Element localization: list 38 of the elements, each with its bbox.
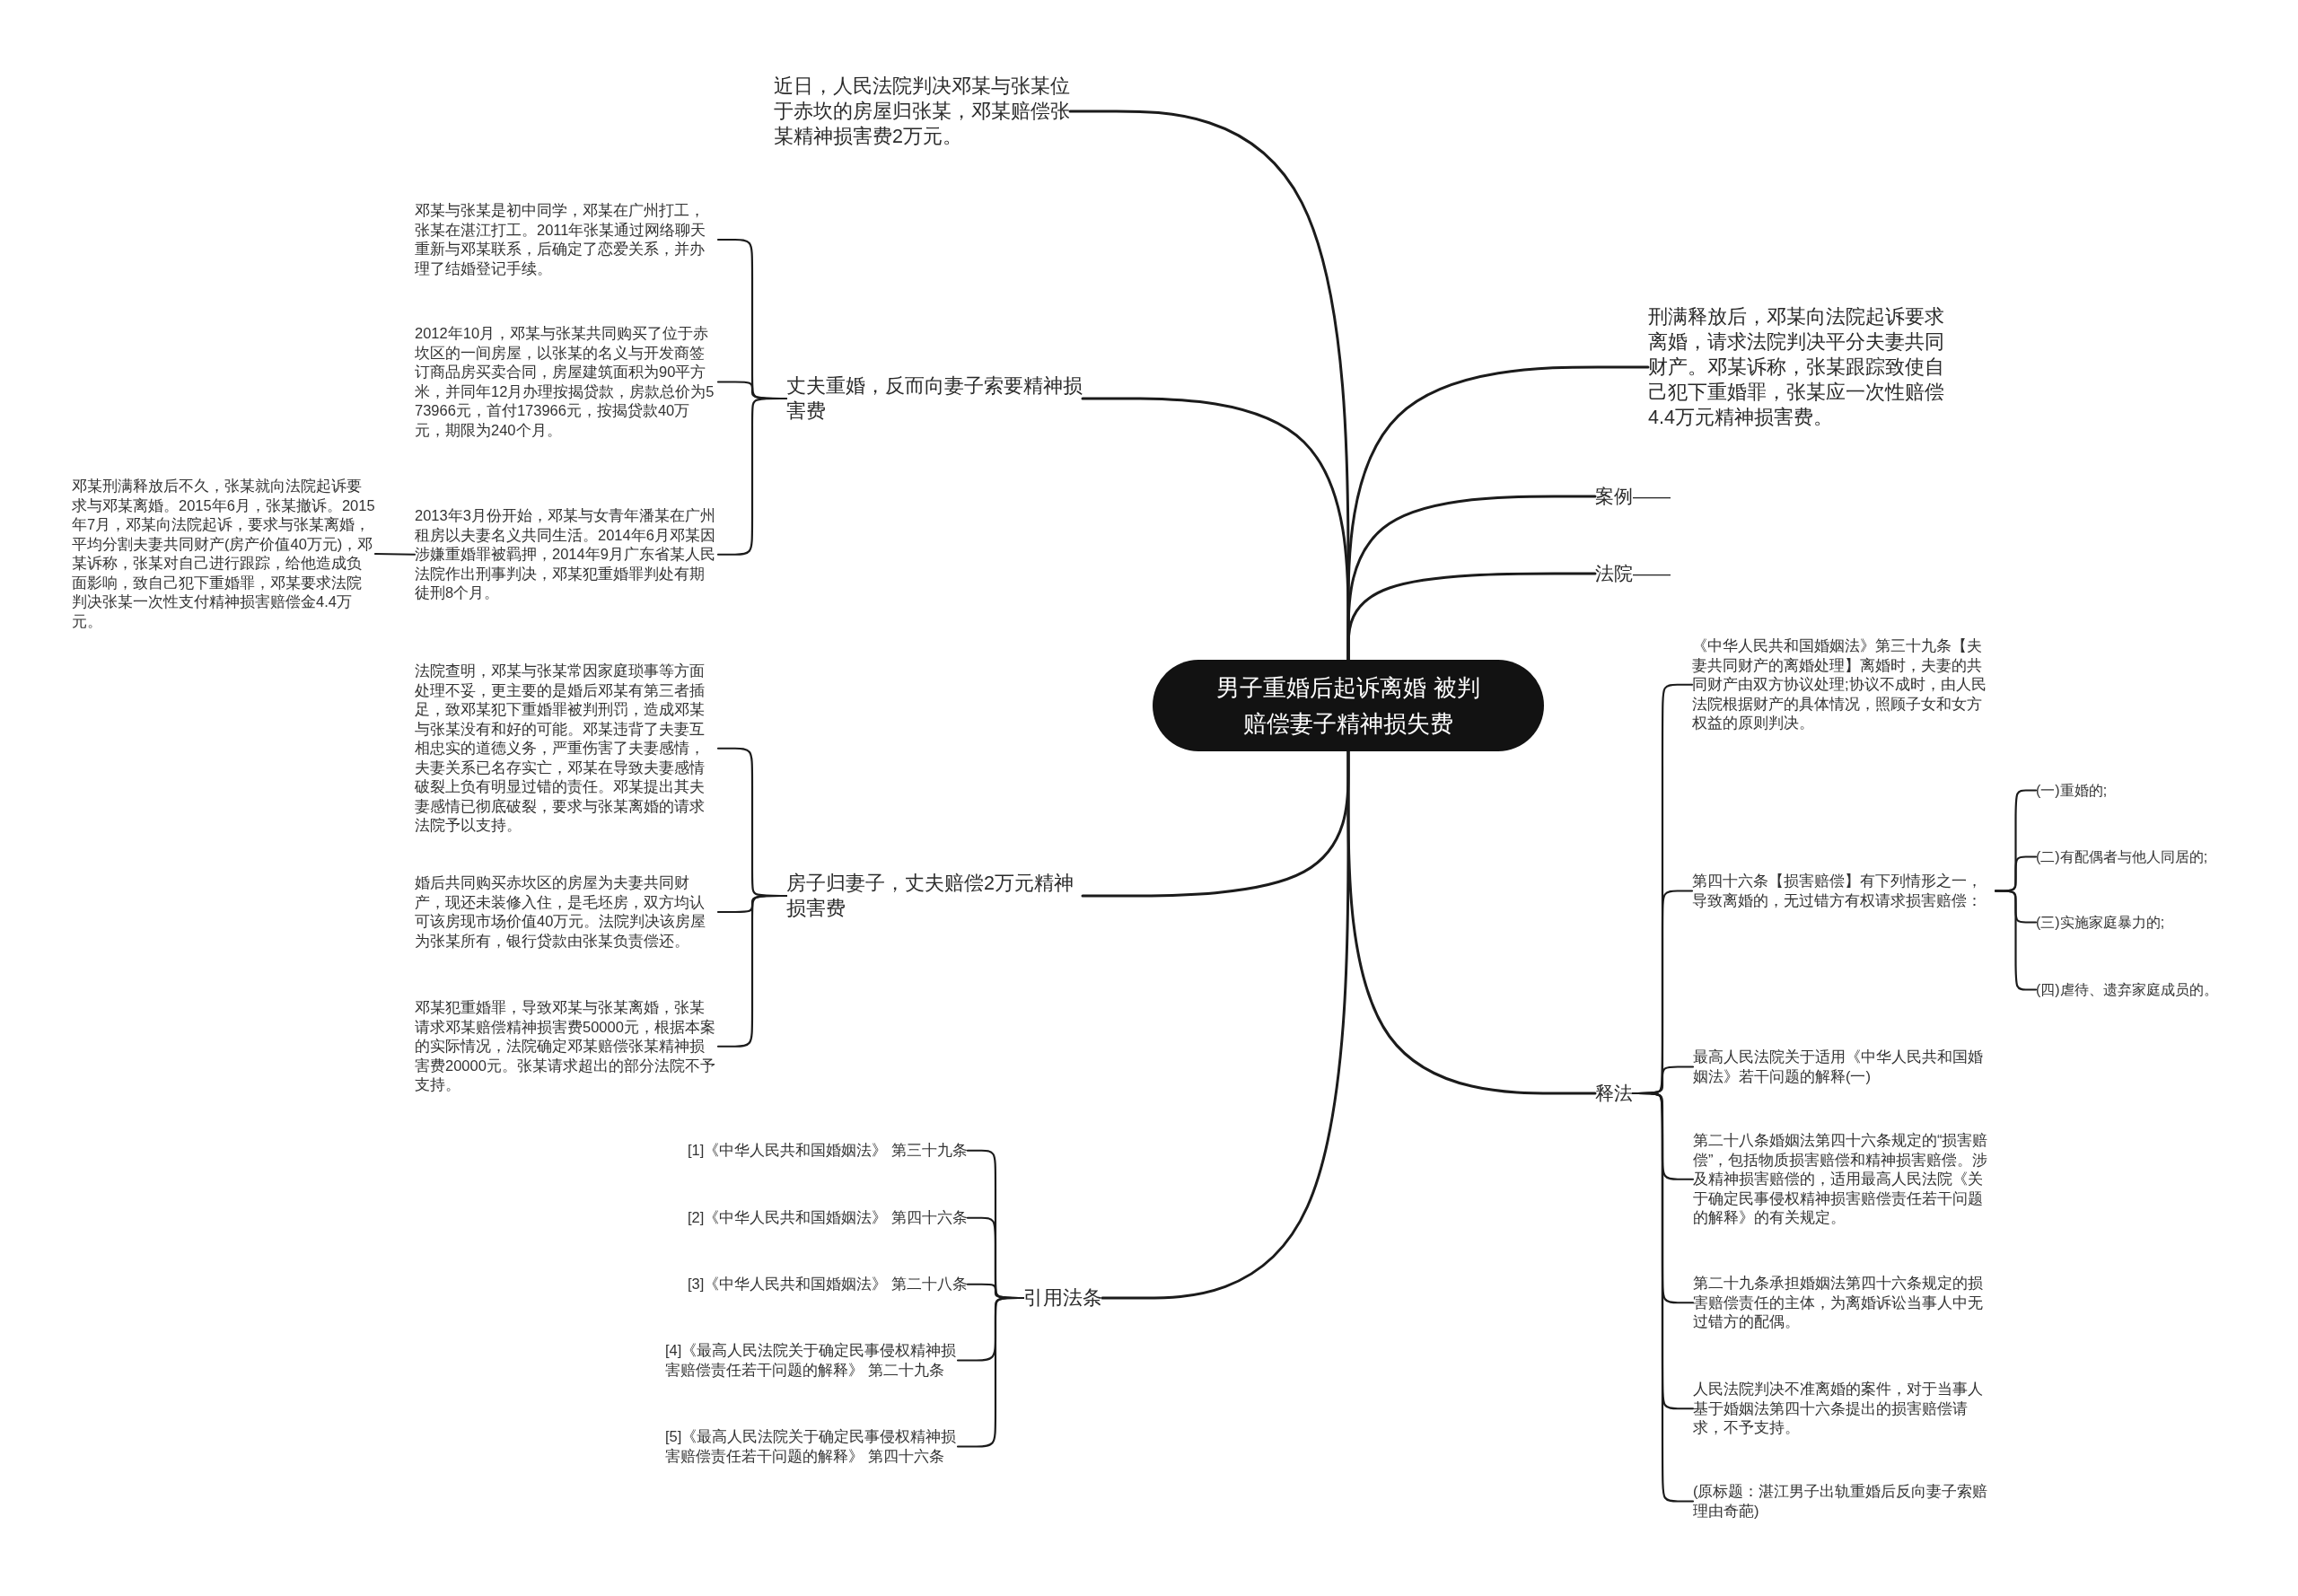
detail-text: 人民法院判决不准离婚的案件，对于当事人基于婚姻法第四十六条提出的损害赔偿请求，不予支持。: [1693, 1380, 1996, 1438]
bracket-connector: [373, 552, 417, 556]
topic-text: 丈夫重婚，反而向妻子索要精神损害费: [786, 373, 1083, 424]
topic-text: 引用法条: [1023, 1285, 1102, 1311]
topic-text: 法院——: [1595, 561, 1671, 586]
detail-text: 2013年3月份开始，邓某与女青年潘某在广州租房以夫妻名义共同生活。2014年6月邓某因涉嫌重婚罪被羁押，2014年9月广东省某人民法院作出刑事判决，邓某犯重婚罪判处有期徒刑8个月。: [415, 506, 718, 603]
detail-text: (四)虐待、遗弃家庭成员的。: [2036, 980, 2218, 999]
detail-text: 邓某刑满释放后不久，张某就向法院起诉要求与邓某离婚。2015年6月，张某撤诉。2015年7月，邓某向法院起诉，要求与张某离婚，平均分割夫妻共同财产(房产价值40万元)，邓某诉称，张某对自己进行跟踪，给他造成负面影响，致自己犯下重婚罪，邓某要求法院判决张某一次性支付精神损害赔偿金4.4万元。: [72, 477, 375, 631]
detail-text: 《中华人民共和国婚姻法》第三十九条【夫妻共同财产的离婚处理】离婚时，夫妻的共同财产由双方协议处理;协议不成时，由人民法院根据财产的具体情况，照顾子女和女方权益的原则判决。: [1692, 636, 1995, 733]
detail-text: 第二十九条承担婚姻法第四十六条规定的损害赔偿责任的主体，为离婚诉讼当事人中无过错方的配偶。: [1693, 1274, 1996, 1332]
detail-text: 邓某犯重婚罪，导致邓某与张某离婚，张某请求邓某赔偿精神损害费50000元，根据本案的实际情况，法院确定邓某赔偿张某精神损害费20000元。张某请求超出的部分法院不予支持。: [415, 998, 718, 1095]
detail-text: 婚后共同购买赤坎区的房屋为夫妻共同财产，现还未装修入住，是毛坯房，双方均认可该房现市场价值40万元。法院判决该房屋为张某所有，银行贷款由张某负责偿还。: [415, 873, 718, 951]
detail-text: 第四十六条【损害赔偿】有下列情形之一，导致离婚的，无过错方有权请求损害赔偿：: [1692, 872, 1995, 910]
detail-text: 邓某与张某是初中同学，邓某在广州打工，张某在湛江打工。2011年张某通过网络聊天重新与邓某联系，后确定了恋爱关系，并办理了结婚登记手续。: [415, 201, 718, 278]
detail-text: 最高人民法院关于适用《中华人民共和国婚姻法》若干问题的解释(一): [1693, 1048, 1996, 1086]
bracket-connector: [716, 894, 788, 1048]
detail-text: (三)实施家庭暴力的;: [2036, 913, 2165, 932]
detail-text: [2]《中华人民共和国婚姻法》 第四十六条: [688, 1208, 968, 1228]
branch-curve: [1346, 750, 1597, 1095]
topic-text: 刑满释放后，邓某向法院起诉要求离婚，请求法院判决平分夫妻共同财产。邓某诉称，张某跟踪致使自己犯下重婚罪，张某应一次性赔偿4.4万元精神损害费。: [1648, 304, 1944, 430]
detail-text: [4]《最高人民法院关于确定民事侵权精神损害赔偿责任若干问题的解释》 第二十九条: [665, 1341, 958, 1380]
topic-text: 房子归妻子，丈夫赔偿2万元精神损害费: [786, 871, 1083, 921]
central-topic: 男子重婚后起诉离婚 被判赔偿妻子精神损失费: [1153, 660, 1544, 751]
bracket-connector: [716, 397, 788, 556]
branch-curve: [1346, 572, 1597, 662]
detail-text: 第二十八条婚姻法第四十六条规定的“损害赔偿”，包括物质损害赔偿和精神损害赔偿。涉及精神损害赔偿的，适用最高人民法院《关于确定民事侵权精神损害赔偿责任若干问题的解释》的有关规定。: [1693, 1131, 1996, 1228]
detail-text: 法院查明，邓某与张某常因家庭琐事等方面处理不妥，更主要的是婚后邓某有第三者插足，致邓某犯下重婚罪被判刑罚，造成邓某与张某没有和好的可能。邓某违背了夫妻互相忠实的道德义务，严重伤害了夫妻感情，夫妻关系已名存实亡，邓某在导致夫妻感情破裂上负有明显过错的责任。邓某提出其夫妻感情已彻底破裂，要求与张某离婚的请求法院予以支持。: [415, 662, 718, 836]
detail-text: (二)有配偶者与他人同居的;: [2036, 847, 2208, 866]
detail-text: [1]《中华人民共和国婚姻法》 第三十九条: [688, 1141, 968, 1161]
detail-text: (一)重婚的;: [2036, 781, 2108, 800]
detail-text: (原标题：湛江男子出轨重婚后反向妻子索赔理由奇葩): [1693, 1482, 1996, 1521]
detail-text: [3]《中华人民共和国婚姻法》 第二十八条: [688, 1275, 968, 1294]
detail-text: [5]《最高人民法院关于确定民事侵权精神损害赔偿责任若干问题的解释》 第四十六条: [665, 1427, 958, 1466]
bracket-connector: [956, 1296, 1025, 1448]
topic-text: 近日，人民法院判决邓某与张某位于赤坎的房屋归张某，邓某赔偿张某精神损害费2万元。: [774, 74, 1070, 149]
detail-text: 2012年10月，邓某与张某共同购买了位于赤坎区的一间房屋，以张某的名义与开发商签订商品房买卖合同，房屋建筑面积为90平方米，并同年12月办理按揭贷款，房款总价为573966元，首付173966元，按揭贷款40万元，期限为240个月。: [415, 324, 718, 440]
topic-text: 案例——: [1595, 484, 1671, 509]
topic-text: 释法: [1595, 1081, 1633, 1106]
